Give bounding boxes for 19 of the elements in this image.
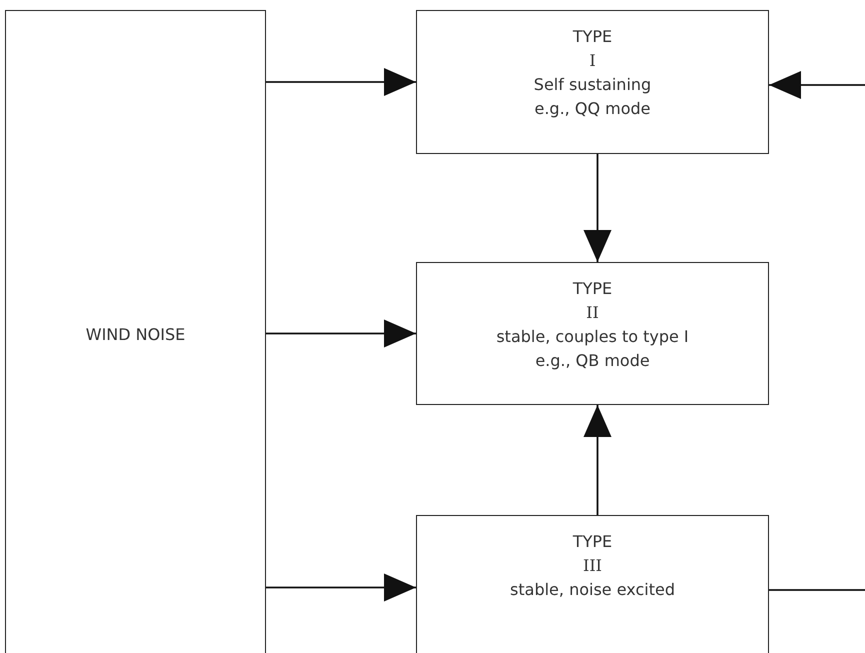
- arrow: [584, 154, 612, 262]
- box-heading: TYPE III: [572, 531, 612, 577]
- box-heading: TYPE II: [572, 278, 612, 324]
- process-box: [416, 10, 769, 154]
- box-heading: TYPE I: [572, 26, 612, 72]
- box-text: stable, noise excited: [510, 579, 675, 601]
- box-text: stable, couples to type I: [496, 326, 689, 348]
- arrow: [266, 574, 416, 602]
- process-box: [416, 515, 769, 653]
- arrow: [769, 71, 865, 591]
- box-text: e.g., QQ mode: [534, 98, 650, 120]
- box-text: Self sustaining: [534, 74, 652, 96]
- arrow: [266, 320, 416, 348]
- arrow: [584, 405, 612, 515]
- box-text: e.g., QB mode: [535, 350, 650, 372]
- arrow: [266, 68, 416, 96]
- process-box: [5, 10, 266, 653]
- box-text: WIND NOISE: [86, 324, 186, 346]
- process-box: [416, 262, 769, 405]
